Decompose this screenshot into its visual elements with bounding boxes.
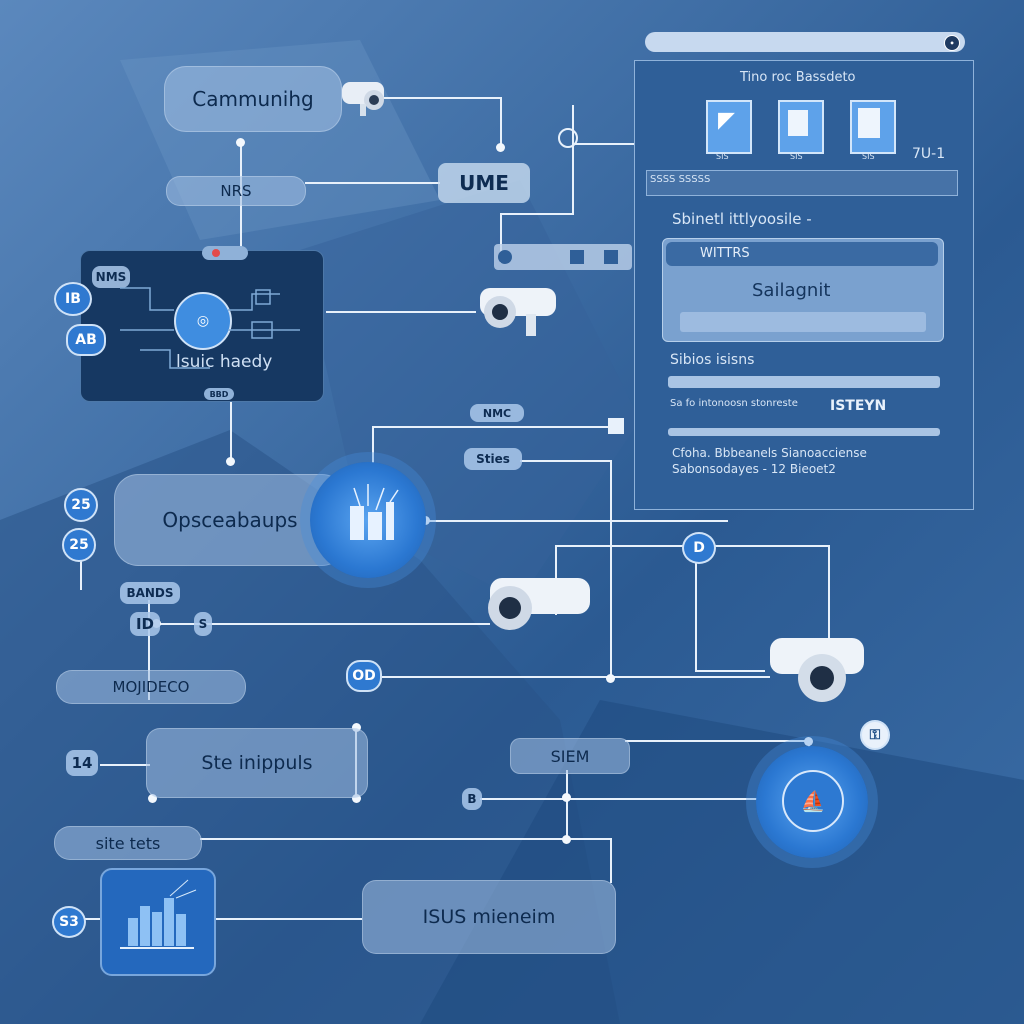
od-label: OD: [352, 668, 376, 684]
opscea-node[interactable]: Opsceabaups: [114, 474, 346, 566]
panel-toolbar[interactable]: [646, 170, 958, 196]
nrs-node[interactable]: NRS: [166, 176, 306, 206]
od-circle[interactable]: OD: [346, 660, 382, 692]
panel-form-value: Sailagnit: [752, 280, 831, 301]
nmc-label: NMC: [482, 406, 512, 420]
ab-label: AB: [75, 332, 97, 348]
mini-circle-icon: [558, 128, 578, 148]
panel-divider: [668, 428, 940, 436]
camera-icon[interactable]: [476, 574, 594, 644]
panel-footer-1: Cfoha. Bbbeanels Sianoacciense: [672, 446, 867, 460]
mini-toolbar-button-3[interactable]: [604, 250, 618, 264]
panel-tile-2-label: SIS: [790, 152, 803, 161]
nrs-label: NRS: [220, 182, 252, 200]
site-tets-label: site tets: [95, 833, 161, 853]
settings-icon[interactable]: •: [944, 35, 960, 51]
cursor-icon: ◤: [718, 108, 735, 133]
camera-icon[interactable]: [336, 76, 396, 120]
small-25a-label: 25: [71, 497, 91, 513]
s-tag[interactable]: S: [194, 612, 212, 636]
isus-node[interactable]: ISUS mieneim: [362, 880, 616, 954]
mini-toolbar-button[interactable]: [498, 250, 512, 264]
hub-small-tag: BBD: [204, 388, 234, 400]
lock-icon: ⚿: [869, 727, 881, 743]
panel-form-header: [666, 242, 938, 266]
panel-row-text: Sa fo intonoosn stonreste: [670, 398, 798, 409]
panel-heading: Sbinetl ittlyoosile -: [672, 210, 812, 228]
siem-node[interactable]: SIEM: [510, 738, 630, 774]
nmc-tag[interactable]: NMC: [470, 404, 524, 422]
panel-form-label: WITTRS: [700, 246, 750, 261]
bands-tag[interactable]: BANDS: [120, 582, 180, 604]
panel-title: Tino roc Bassdeto: [740, 70, 856, 85]
id-tag[interactable]: ID: [130, 612, 160, 636]
nms-label: NMS: [95, 270, 127, 284]
mini-tag-icon: [608, 418, 624, 434]
b-tag[interactable]: B: [462, 788, 482, 810]
sties-label: Sties: [476, 452, 510, 466]
s3-label: S3: [59, 914, 79, 930]
ume-tag[interactable]: UME: [438, 163, 530, 203]
site-tets-node[interactable]: site tets: [54, 826, 202, 860]
panel-form-input[interactable]: [680, 312, 926, 332]
l4-tag[interactable]: 14: [66, 750, 98, 776]
id-label: ID: [135, 615, 155, 633]
small-25b-circle[interactable]: 25: [62, 528, 96, 562]
camera-icon[interactable]: [760, 632, 868, 710]
s-label: S: [198, 617, 208, 631]
ib-label: IB: [65, 291, 81, 307]
ab-circle[interactable]: AB: [66, 324, 106, 356]
panel-tile-3-label: SIS: [862, 152, 875, 161]
sties-tag[interactable]: Sties: [464, 448, 522, 470]
ume-label: UME: [459, 171, 509, 195]
file-icon: [858, 108, 880, 138]
isus-label: ISUS mieneim: [422, 906, 556, 928]
hub-core-circle[interactable]: ◎: [174, 292, 232, 350]
mojideco-label: MOJIDECO: [112, 678, 190, 696]
cammunity-label: Cammunihg: [192, 87, 314, 111]
camera-icon[interactable]: [470, 284, 562, 344]
bar-chart-icon: [120, 879, 197, 949]
panel-progress: [668, 376, 940, 388]
d-label: D: [693, 540, 705, 556]
s3-circle[interactable]: S3: [52, 906, 86, 938]
nms-tag[interactable]: NMS: [92, 266, 130, 288]
boat-icon: ⛵: [800, 789, 826, 813]
l4-label: 14: [71, 754, 93, 772]
panel-tile-1[interactable]: [706, 100, 752, 154]
cammunity-node[interactable]: Cammunihg: [164, 66, 342, 132]
chart-glow-icon: [350, 484, 399, 540]
b-label: B: [467, 792, 477, 806]
panel-address-bar[interactable]: [645, 32, 965, 52]
hub-circuit-lines: [120, 287, 300, 369]
panel-version: 7U-1: [912, 146, 946, 162]
target-icon: ◎: [196, 313, 210, 329]
lock-circle[interactable]: ⚿: [860, 720, 890, 750]
panel-row-value: ISTEYN: [830, 398, 887, 414]
document-icon: [788, 110, 808, 136]
small-25a-circle[interactable]: 25: [64, 488, 98, 522]
small-25b-label: 25: [69, 537, 89, 553]
hub-text: lsuic haedy: [176, 352, 273, 372]
panel-toolbar-text: SSSS SSSSS: [650, 174, 711, 185]
siem-inner-circle: ⛵: [782, 770, 844, 832]
panel-footer-2: Sabonsodayes - 12 Bieoet2: [672, 462, 836, 476]
mojideco-node[interactable]: MOJIDECO: [56, 670, 246, 704]
siem-label: SIEM: [550, 746, 590, 766]
ste-node[interactable]: Ste inippuls: [146, 728, 368, 798]
opscea-label: Opsceabaups: [162, 508, 298, 532]
d-circle[interactable]: D: [682, 532, 716, 564]
panel-subheading: Sibios isisns: [670, 352, 755, 368]
ib-circle[interactable]: IB: [54, 282, 92, 316]
bands-label: BANDS: [126, 586, 174, 600]
panel-tile-1-label: SIS: [716, 152, 729, 161]
ste-label: Ste inippuls: [201, 752, 313, 774]
hub-small-label: BBD: [209, 389, 229, 399]
mini-toolbar-button-2[interactable]: [570, 250, 584, 264]
